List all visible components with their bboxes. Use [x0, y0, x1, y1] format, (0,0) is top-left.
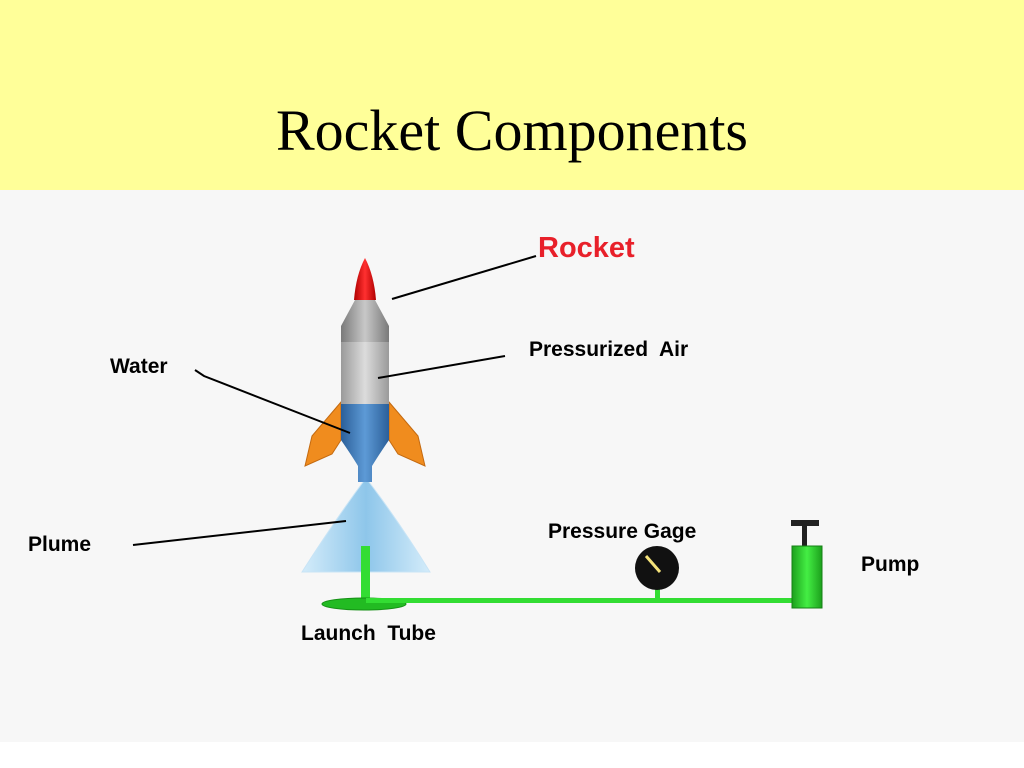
- left-fin: [304, 400, 342, 467]
- water-label: Water: [110, 355, 168, 378]
- water-section: [341, 404, 389, 482]
- air-hose: [366, 598, 794, 603]
- plume-leader-line: [132, 520, 347, 546]
- rocket-leader-line: [391, 255, 537, 300]
- right-fin: [388, 400, 426, 467]
- water-leader-line: [194, 369, 351, 434]
- bottom-strip: [0, 742, 1024, 768]
- rocket-label: Rocket: [538, 232, 635, 264]
- rocket-shoulder: [341, 300, 389, 342]
- plume-label: Plume: [28, 533, 91, 556]
- nose-cone: [354, 258, 376, 300]
- pressure-gage-needle: [644, 555, 662, 573]
- pump-label: Pump: [861, 553, 919, 576]
- air-leader-line: [377, 355, 506, 379]
- title-band: [0, 0, 1024, 190]
- pump-handle-bar: [791, 520, 819, 526]
- gage-stem: [655, 580, 660, 600]
- air-section: [341, 342, 389, 404]
- slide-title: Rocket Components: [275, 98, 748, 163]
- launch-tube-label: Launch Tube: [301, 622, 436, 645]
- rocket-diagram: Rocket Pressurized Air Water Plume Press…: [0, 190, 1024, 742]
- pump-rod: [802, 524, 807, 548]
- diagram-canvas: Rocket Pressurized Air Water Plume Press…: [28, 232, 919, 645]
- launch-tube-pipe: [361, 546, 370, 602]
- pressurized-air-label: Pressurized Air: [529, 338, 688, 361]
- pump-cylinder: [791, 545, 823, 609]
- pressure-gage-label: Pressure Gage: [548, 520, 696, 543]
